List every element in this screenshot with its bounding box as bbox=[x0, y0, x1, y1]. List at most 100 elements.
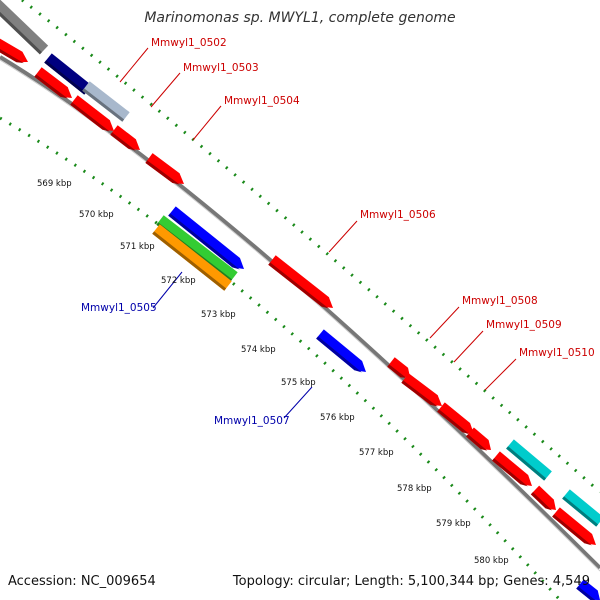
kbp-label: 570 kbp bbox=[79, 210, 114, 220]
gene-0509-shadow bbox=[437, 409, 470, 435]
gene-0511-body bbox=[552, 507, 597, 546]
gene-0510[interactable] bbox=[492, 451, 536, 490]
gene-0505-protein[interactable] bbox=[168, 206, 248, 273]
gene-0507-shadow bbox=[316, 336, 362, 373]
gene-0508-a[interactable] bbox=[387, 357, 413, 381]
inner-tick-track bbox=[0, 116, 562, 600]
kbp-label: 579 kbp bbox=[436, 519, 471, 529]
gene-0504-a-body bbox=[110, 125, 140, 150]
map-title: Marinomonas sp. MWYL1, complete genome bbox=[144, 10, 456, 26]
gene-0512-shadow bbox=[576, 586, 597, 600]
gene-0502[interactable] bbox=[34, 67, 75, 103]
gene-label-0507[interactable]: Mmwyl1_0507 bbox=[214, 415, 290, 427]
feature-orange-body bbox=[152, 224, 232, 291]
gene-0505-protein-body bbox=[168, 206, 245, 270]
feature-teal-a-shadow bbox=[506, 446, 547, 481]
feature-gray-top[interactable] bbox=[0, 0, 49, 55]
label-leaders bbox=[119, 47, 517, 419]
gene-label-0505[interactable]: Mmwyl1_0505 bbox=[81, 302, 157, 314]
gene-0508-a-body bbox=[387, 357, 410, 378]
leader-0504 bbox=[192, 105, 222, 141]
gene-0510-b-shadow bbox=[530, 492, 553, 511]
gene-0507[interactable] bbox=[316, 329, 370, 376]
gene-0504-b-body bbox=[145, 153, 185, 185]
gene-0509-b[interactable] bbox=[466, 427, 495, 454]
leader-0509 bbox=[453, 330, 484, 363]
gene-0508-b-body bbox=[401, 373, 442, 406]
feature-green-body bbox=[156, 215, 238, 282]
leader-0507 bbox=[283, 386, 313, 419]
gene-label-0508[interactable]: Mmwyl1_0508 bbox=[462, 295, 538, 307]
accession-text: Accession: NC_009654 bbox=[8, 574, 156, 589]
gene-0508-a-shadow bbox=[387, 364, 407, 379]
kbp-label: 569 kbp bbox=[37, 179, 72, 189]
leader-0505 bbox=[152, 271, 183, 309]
feature-gray-top-body bbox=[0, 0, 49, 55]
feature-light-steel-shadow bbox=[82, 88, 125, 122]
kbp-label: 576 kbp bbox=[320, 413, 355, 423]
genome-summary-text: Topology: circular; Length: 5,100,344 bp… bbox=[232, 574, 590, 589]
gene-0506[interactable] bbox=[268, 255, 336, 312]
gene-0510-b[interactable] bbox=[530, 485, 560, 515]
kbp-label: 572 kbp bbox=[161, 276, 196, 286]
gene-0502-shadow bbox=[34, 74, 68, 99]
kbp-label: 575 kbp bbox=[281, 378, 316, 388]
feature-navy[interactable] bbox=[44, 53, 92, 95]
gene-label-0509[interactable]: Mmwyl1_0509 bbox=[486, 319, 562, 331]
gene-label-0503[interactable]: Mmwyl1_0503 bbox=[183, 62, 259, 74]
gene-0508-b-shadow bbox=[401, 380, 438, 407]
gene-0512-body bbox=[576, 579, 600, 600]
gene-0503-body bbox=[70, 95, 114, 131]
feature-navy-body bbox=[44, 53, 92, 95]
gene-labels: Mmwyl1_0502 Mmwyl1_0503 Mmwyl1_0504 Mmwy… bbox=[81, 37, 595, 427]
feature-orange[interactable] bbox=[152, 224, 232, 291]
gene-0504-b[interactable] bbox=[145, 153, 187, 189]
gene-label-0510[interactable]: Mmwyl1_0510 bbox=[519, 347, 595, 359]
gene-label-0502[interactable]: Mmwyl1_0502 bbox=[151, 37, 227, 49]
feature-gray-top-shadow bbox=[0, 4, 42, 55]
leader-0503 bbox=[150, 72, 181, 108]
gene-0511-shadow bbox=[552, 514, 592, 546]
feature-light-steel-body bbox=[82, 81, 130, 122]
kbp-label: 574 kbp bbox=[241, 345, 276, 355]
gene-0509[interactable] bbox=[437, 402, 478, 438]
gene-0509-body bbox=[437, 402, 474, 434]
outer-tick-track bbox=[21, 0, 600, 494]
leader-0502 bbox=[119, 47, 149, 83]
feature-teal-b-shadow bbox=[562, 496, 599, 527]
feature-teal-b-body bbox=[562, 489, 600, 527]
gene-0504-a[interactable] bbox=[110, 125, 143, 155]
kbp-label: 571 kbp bbox=[120, 242, 155, 252]
gene-0512[interactable] bbox=[576, 579, 600, 600]
gene-0506-body bbox=[268, 255, 334, 309]
gene-0501-body bbox=[0, 36, 29, 63]
feature-navy-shadow bbox=[44, 60, 87, 95]
gene-0510-shadow bbox=[492, 458, 528, 487]
gene-label-0506[interactable]: Mmwyl1_0506 bbox=[360, 209, 436, 221]
gene-0508-b[interactable] bbox=[401, 373, 445, 411]
gene-0510-body bbox=[492, 451, 533, 487]
gene-0501[interactable] bbox=[0, 36, 31, 67]
feature-light-steel[interactable] bbox=[82, 81, 130, 122]
leader-0510 bbox=[484, 358, 517, 391]
gene-0511[interactable] bbox=[552, 507, 600, 549]
kbp-label: 578 kbp bbox=[397, 484, 432, 494]
kbp-label: 577 kbp bbox=[359, 448, 394, 458]
feature-teal-b[interactable] bbox=[562, 489, 600, 527]
gene-0510-b-body bbox=[530, 485, 557, 510]
gene-0509-b-body bbox=[466, 427, 491, 450]
gene-0504-b-shadow bbox=[145, 160, 180, 185]
kbp-labels: 569 kbp 570 kbp 571 kbp 572 kbp 573 kbp … bbox=[37, 179, 509, 566]
genome-backbone bbox=[0, 55, 600, 572]
gene-0503[interactable] bbox=[70, 95, 117, 135]
leader-0506 bbox=[328, 220, 358, 253]
leader-0508 bbox=[429, 306, 460, 339]
gene-label-0504[interactable]: Mmwyl1_0504 bbox=[224, 95, 300, 107]
feature-teal-a[interactable] bbox=[506, 439, 552, 481]
gene-0506-shadow bbox=[268, 262, 329, 309]
gene-0505-protein-shadow bbox=[168, 213, 240, 270]
kbp-label: 580 kbp bbox=[474, 556, 509, 566]
gene-0509-b-shadow bbox=[466, 434, 488, 451]
